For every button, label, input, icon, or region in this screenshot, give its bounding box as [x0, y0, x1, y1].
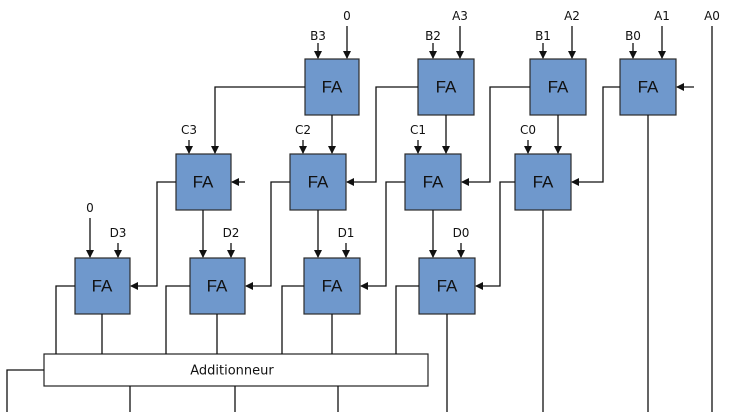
fa-row2-col1: FA [404, 153, 462, 211]
fa-row3-col3: FA [74, 257, 131, 315]
input-label: 0 [86, 201, 94, 215]
fa-label: FA [423, 172, 444, 191]
fa-label: FA [533, 172, 554, 191]
fa-row1-col0: FA [619, 58, 677, 116]
input-label: A2 [564, 9, 580, 23]
wires [6, 26, 713, 412]
fa-row2-col0: FA [514, 153, 572, 211]
input-label: B3 [310, 29, 326, 43]
input-label: C0 [520, 123, 536, 137]
fa-label: FA [322, 77, 343, 96]
input-label: 0 [343, 9, 351, 23]
fa-label: FA [308, 172, 329, 191]
input-label: B1 [535, 29, 551, 43]
input-labels: 0 B3 A3 B2 A2 B1 A1 B0 A0 C3 C2 C1 C0 0 … [86, 9, 720, 240]
fa-row2-col3: FA [175, 153, 232, 211]
fa-label: FA [638, 77, 659, 96]
fa-label: FA [193, 172, 214, 191]
final-adder-label: Additionneur [190, 364, 274, 379]
input-label: D2 [223, 226, 240, 240]
input-label: C1 [410, 123, 426, 137]
fa-row1-col1: FA [529, 58, 587, 116]
fa-row3-col1: FA [303, 257, 361, 315]
fa-label: FA [92, 276, 113, 295]
fa-label: FA [322, 276, 343, 295]
final-adder-block: Additionneur [43, 353, 429, 387]
fa-row1-col3: FA [304, 58, 360, 116]
input-label: D0 [453, 226, 470, 240]
input-label: D1 [338, 226, 355, 240]
input-label: B0 [625, 29, 641, 43]
fa-label: FA [436, 77, 457, 96]
input-label: D3 [110, 226, 127, 240]
fa-row3-col0: FA [418, 257, 476, 315]
input-label: C2 [295, 123, 311, 137]
input-label: C3 [181, 123, 197, 137]
fa-row2-col2: FA [289, 153, 347, 211]
fa-label: FA [207, 276, 228, 295]
fa-label: FA [437, 276, 458, 295]
input-label-a0: A0 [704, 9, 720, 23]
fa-row3-col2: FA [189, 257, 246, 315]
input-label: A1 [654, 9, 670, 23]
input-label: A3 [452, 9, 468, 23]
fa-label: FA [548, 77, 569, 96]
fa-row1-col2: FA [417, 58, 475, 116]
input-label: B2 [425, 29, 441, 43]
